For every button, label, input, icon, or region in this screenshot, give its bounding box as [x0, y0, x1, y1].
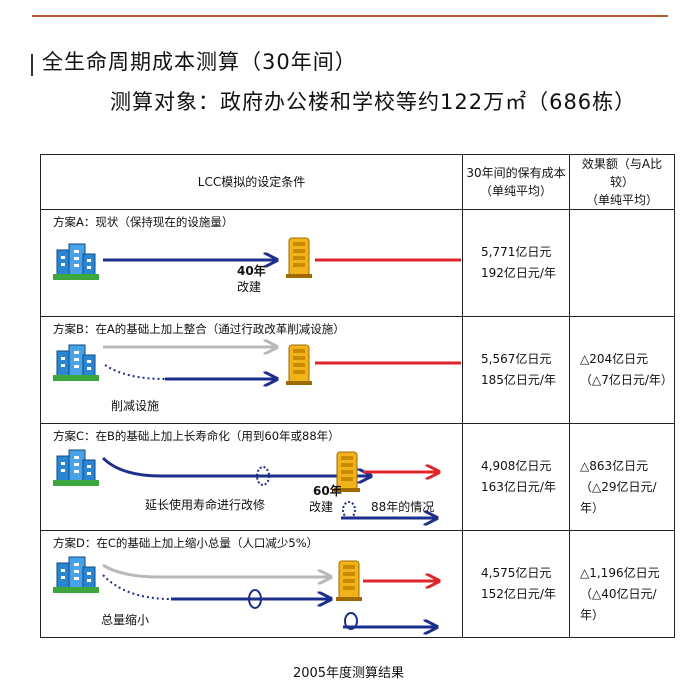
- plan-a-note-rebuild: 改建: [237, 280, 262, 294]
- plan-c-note-extend: 延长使用寿命进行改修: [145, 498, 266, 512]
- title-marker: [31, 54, 33, 76]
- buildings-icon: [52, 243, 100, 281]
- table-header-row: LCC模拟的设定条件 30年间的保有成本（单纯平均） 效果额（与A比较）（单纯平…: [40, 154, 675, 210]
- buildings-icon: [52, 344, 100, 382]
- lcc-table: LCC模拟的设定条件 30年间的保有成本（单纯平均） 效果额（与A比较）（单纯平…: [40, 154, 675, 638]
- plan-b-effect: △204亿日元（△7亿日元/年）: [569, 316, 675, 424]
- header-accent-line: [32, 15, 668, 17]
- plan-c-effect: △863亿日元（△29亿日元/年）: [569, 423, 675, 531]
- plan-b-diagram: 方案B：在A的基础上加上整合（通过行政改革削减设施） 削减设施: [40, 316, 463, 424]
- buildings-icon: [52, 556, 100, 594]
- header-cost: 30年间的保有成本（单纯平均）: [462, 154, 570, 210]
- buildings-icon: [52, 449, 100, 487]
- plan-c-note-88: 88年的情况: [371, 500, 435, 514]
- table-row: 方案C：在B的基础上加上长寿命化（用到60年或88年） 延长使用寿命进行改修 6…: [40, 423, 675, 531]
- figure-caption: 2005年度测算结果: [292, 666, 405, 681]
- plan-b-note-reduce: 削减设施: [111, 399, 160, 413]
- plan-b-label: 方案B：在A的基础上加上整合（通过行政改革削减设施）: [53, 322, 345, 336]
- plan-d-effect: △1,196亿日元（△40亿日元/年）: [569, 530, 675, 638]
- plan-c-label: 方案C：在B的基础上加上长寿命化（用到60年或88年）: [53, 429, 340, 443]
- plan-a-effect: [569, 209, 675, 317]
- plan-d-diagram: 方案D：在C的基础上加上缩小总量（人口减少5%） 总量缩小: [40, 530, 463, 638]
- page-title: 全生命周期成本测算（30年间）: [42, 50, 357, 74]
- header-effect: 效果额（与A比较）（单纯平均）: [569, 154, 675, 210]
- plan-a-note-years: 40年: [237, 264, 266, 278]
- plan-d-note-shrink: 总量缩小: [101, 613, 150, 627]
- plan-c-note-rebuild: 改建: [309, 500, 334, 514]
- building-tower-icon: [285, 344, 313, 386]
- building-tower-icon: [335, 560, 363, 602]
- plan-c-note-years: 60年: [313, 484, 342, 498]
- plan-a-label: 方案A：现状（保持现在的设施量）: [53, 215, 234, 229]
- header-conditions: LCC模拟的设定条件: [40, 154, 463, 210]
- building-tower-icon: [285, 237, 313, 279]
- plan-c-diagram: 方案C：在B的基础上加上长寿命化（用到60年或88年） 延长使用寿命进行改修 6…: [40, 423, 463, 531]
- table-row: 方案B：在A的基础上加上整合（通过行政改革削减设施） 削减设施 5,567亿日元…: [40, 316, 675, 424]
- page-subtitle: 测算对象：政府办公楼和学校等约122万㎡（686栋）: [110, 90, 637, 114]
- plan-d-label: 方案D：在C的基础上加上缩小总量（人口减少5%）: [53, 536, 319, 550]
- plan-a-diagram: 方案A：现状（保持现在的设施量） 40年 改建: [40, 209, 463, 317]
